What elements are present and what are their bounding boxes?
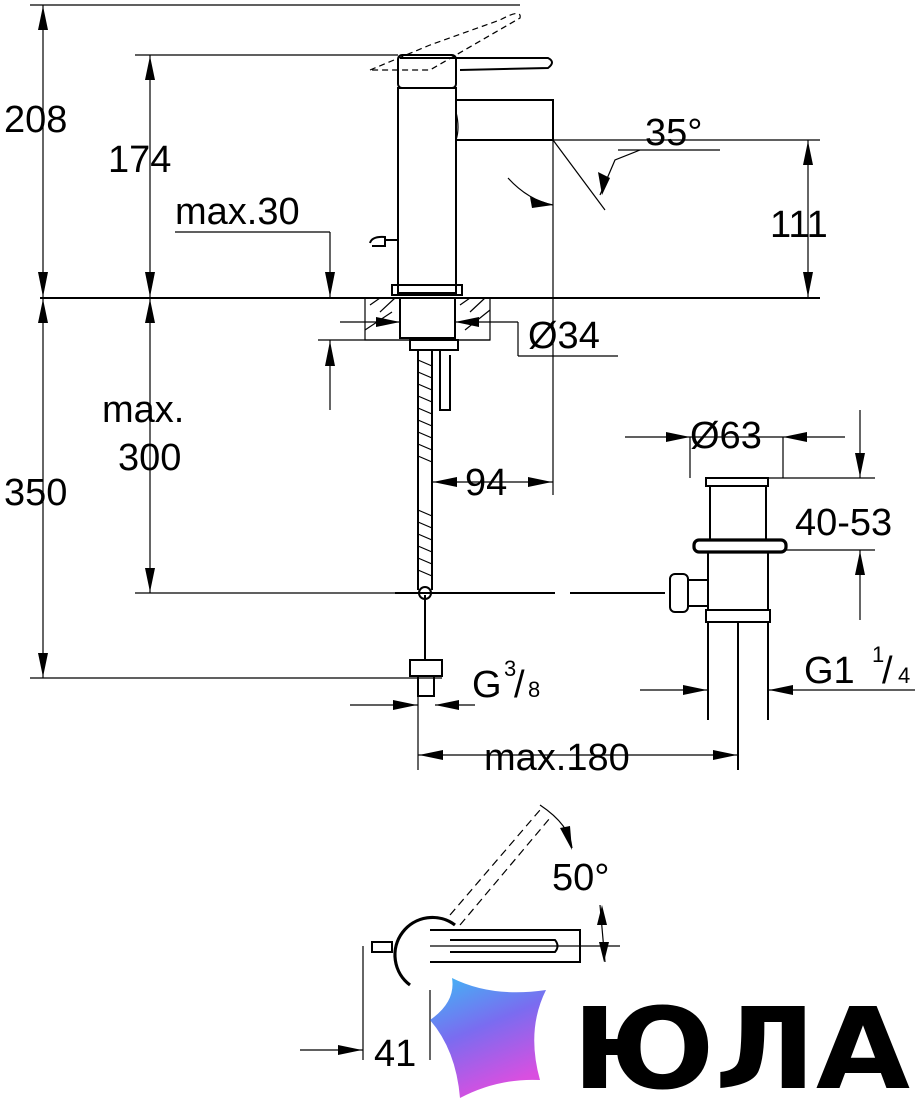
dimension-lines [30, 4, 915, 770]
label-max-180: max.180 [484, 737, 630, 779]
label-g1-waste-num: 1 [872, 642, 884, 667]
yula-logo-star-icon [430, 978, 546, 1098]
label-diameter-63: Ø63 [690, 415, 762, 457]
label-g-hose-slash: / [514, 664, 525, 706]
label-40-53: 40-53 [795, 502, 892, 544]
yula-logo: ЮЛА [430, 978, 910, 1100]
label-50-degree: 50° [552, 857, 609, 899]
label-208: 208 [4, 99, 67, 141]
label-g-hose: G [472, 664, 502, 706]
label-max-300-line2: 300 [118, 437, 181, 479]
dimension-labels: 208 174 max.30 35° 111 Ø34 max. 300 350 … [4, 99, 910, 1075]
label-max-300-line1: max. [102, 389, 184, 431]
label-350: 350 [4, 472, 67, 514]
label-max-30: max.30 [175, 191, 300, 233]
label-g1-waste-den: 4 [898, 663, 910, 688]
label-35-degree: 35° [645, 112, 702, 154]
label-diameter-34: Ø34 [528, 315, 600, 357]
supply-hose [395, 297, 665, 697]
label-94: 94 [465, 462, 507, 504]
countertop [40, 297, 820, 341]
label-g1-waste: G1 [804, 650, 855, 692]
waste-drain [669, 477, 788, 770]
label-41: 41 [374, 1033, 416, 1075]
label-g-hose-num: 3 [504, 656, 516, 681]
top-view-lever [300, 804, 620, 1060]
label-g-hose-den: 8 [528, 677, 540, 702]
label-g1-waste-slash: / [882, 650, 893, 692]
faucet-body [369, 12, 554, 296]
yula-logo-text: ЮЛА [572, 985, 910, 1100]
label-174: 174 [108, 139, 171, 181]
label-111: 111 [770, 204, 828, 246]
